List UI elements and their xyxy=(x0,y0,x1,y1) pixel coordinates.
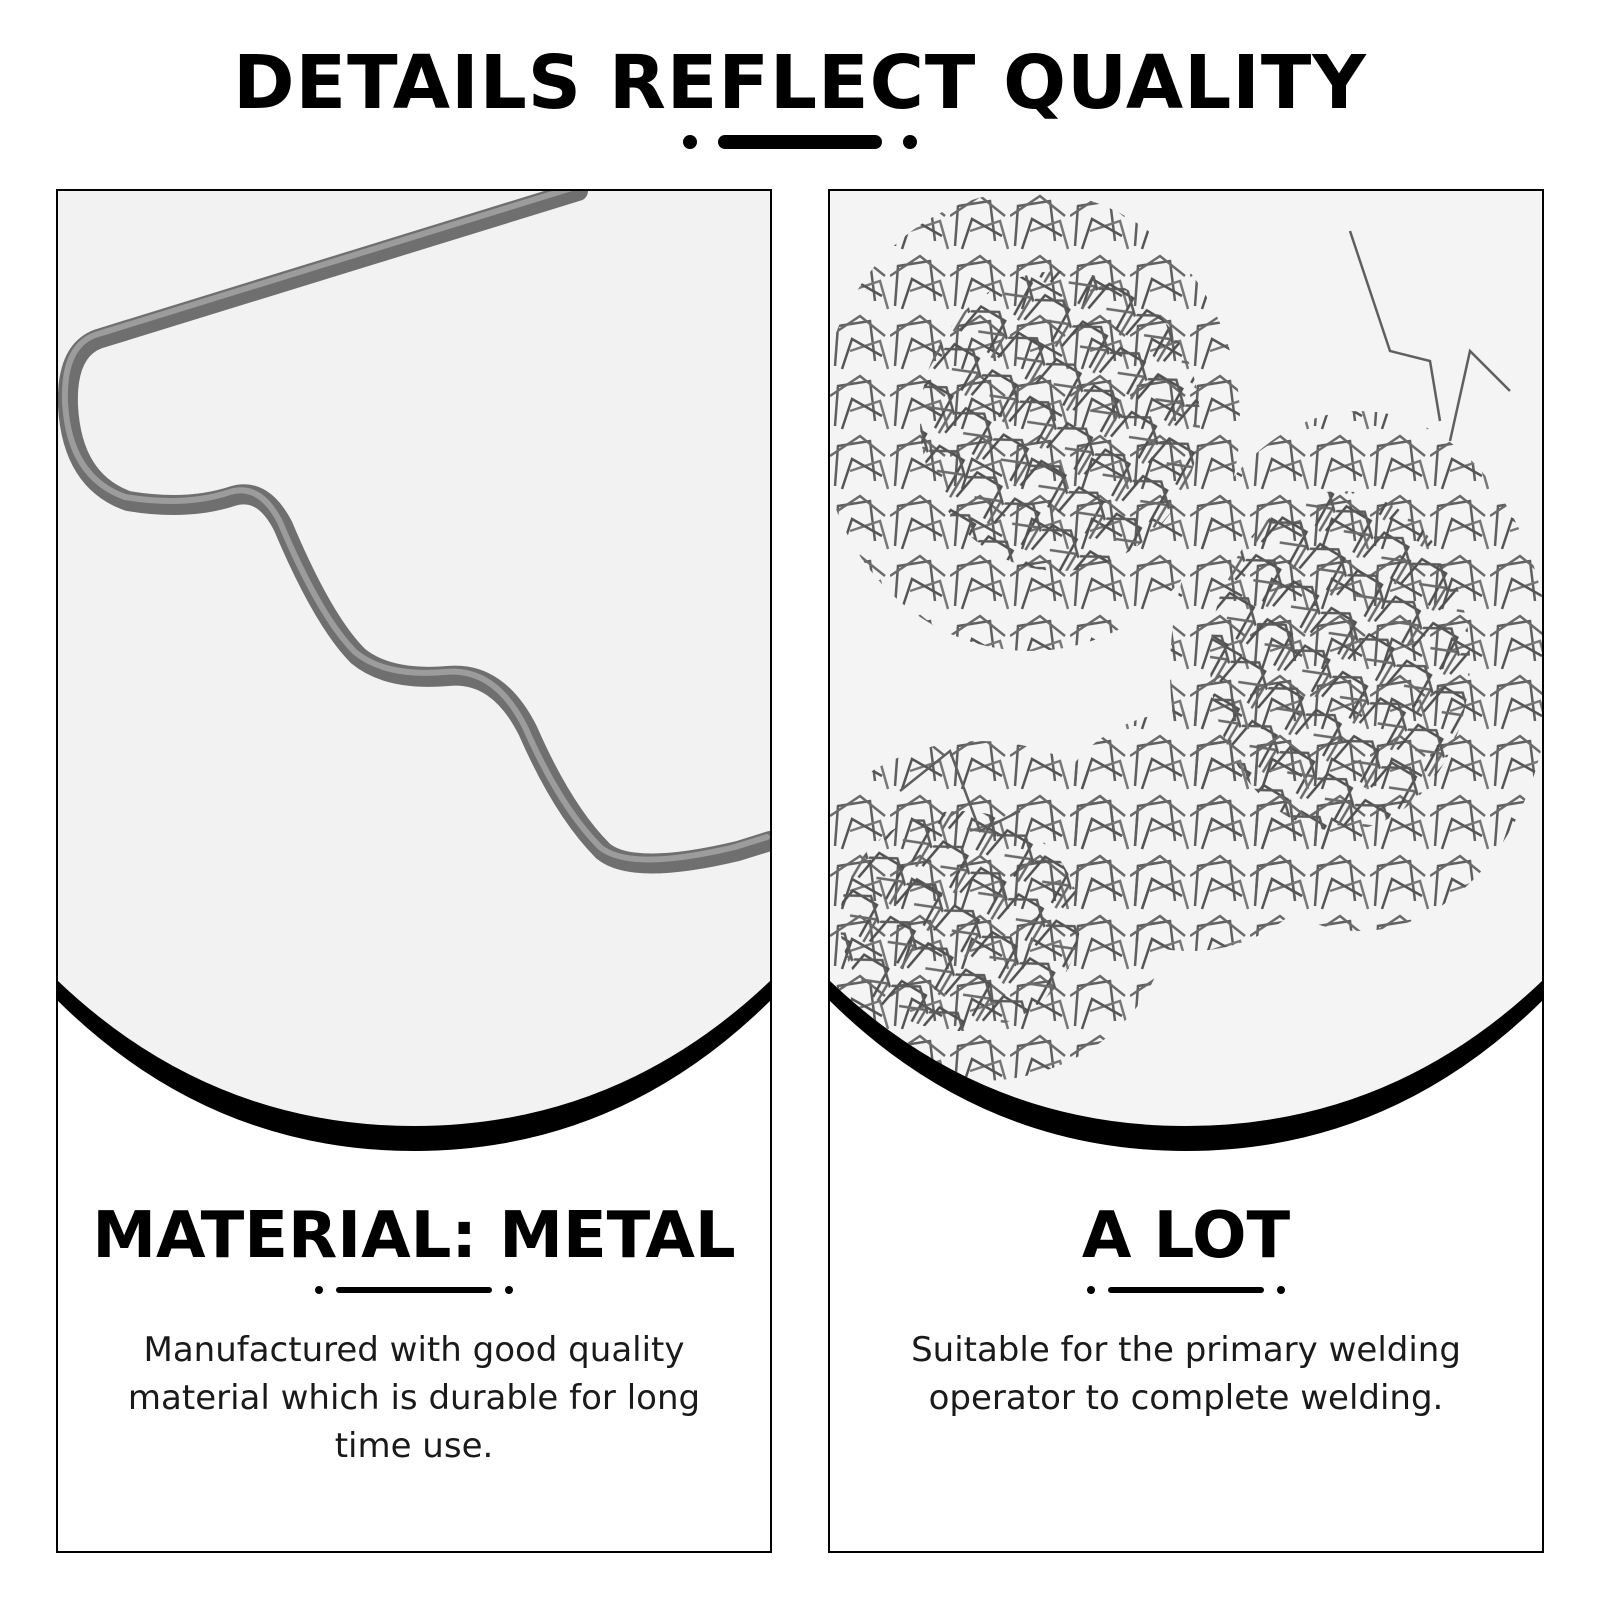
material-divider xyxy=(315,1286,513,1294)
material-description: Manufactured with good quality material … xyxy=(127,1330,701,1466)
quantity-divider xyxy=(1087,1286,1285,1294)
page-title: DETAILS REFLECT QUALITY xyxy=(233,40,1367,126)
quantity-heading: A LOT xyxy=(1081,1199,1291,1273)
quantity-panel: A LOT Suitable for the primary welding o… xyxy=(828,189,1544,1553)
quantity-description: Suitable for the primary welding operato… xyxy=(911,1330,1461,1418)
staple-pile-image xyxy=(830,191,1542,1151)
material-heading: MATERIAL: METAL xyxy=(92,1199,736,1273)
material-panel: MATERIAL: METAL Manufactured with good q… xyxy=(56,189,772,1553)
title-divider xyxy=(683,135,917,149)
single-wire-staple-image xyxy=(58,191,770,1151)
